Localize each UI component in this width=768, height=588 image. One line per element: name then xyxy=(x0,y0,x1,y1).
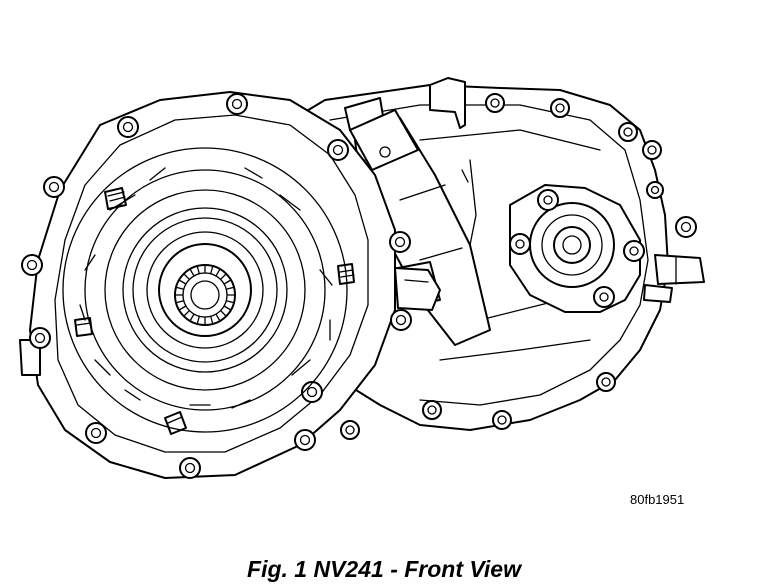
spline-tooth xyxy=(210,315,214,324)
spline-tooth xyxy=(215,313,221,321)
front-output-yoke xyxy=(509,184,645,313)
spline-tooth xyxy=(196,266,200,275)
spline-tooth xyxy=(215,269,221,277)
spline-tooth xyxy=(219,273,227,281)
right-side-fittings xyxy=(643,254,705,303)
input-shaft-spline xyxy=(174,264,236,326)
spline-tooth xyxy=(223,279,231,285)
spline-tooth xyxy=(179,305,187,311)
spline-tooth xyxy=(176,300,185,304)
figure-caption: Fig. 1 NV241 - Front View xyxy=(247,556,521,582)
rear-case-bolt-bosses xyxy=(340,93,697,440)
spline-tooth xyxy=(176,286,185,290)
spline-tooth xyxy=(183,273,191,281)
spline-tooth xyxy=(219,309,227,317)
oil-pump-retainer xyxy=(62,147,348,433)
spline-tooth xyxy=(183,309,191,317)
spline-tooth xyxy=(225,300,234,304)
spline-tooth xyxy=(196,315,200,324)
figure-reference-code: 80fb1951 xyxy=(630,492,685,507)
spline-tooth xyxy=(189,313,195,321)
spline-tooth xyxy=(189,269,195,277)
spline-tooth xyxy=(225,286,234,290)
front-case-bolts xyxy=(21,93,412,479)
spline-tooth xyxy=(210,266,214,275)
spline-tooth xyxy=(223,305,231,311)
spline-tooth xyxy=(179,279,187,285)
